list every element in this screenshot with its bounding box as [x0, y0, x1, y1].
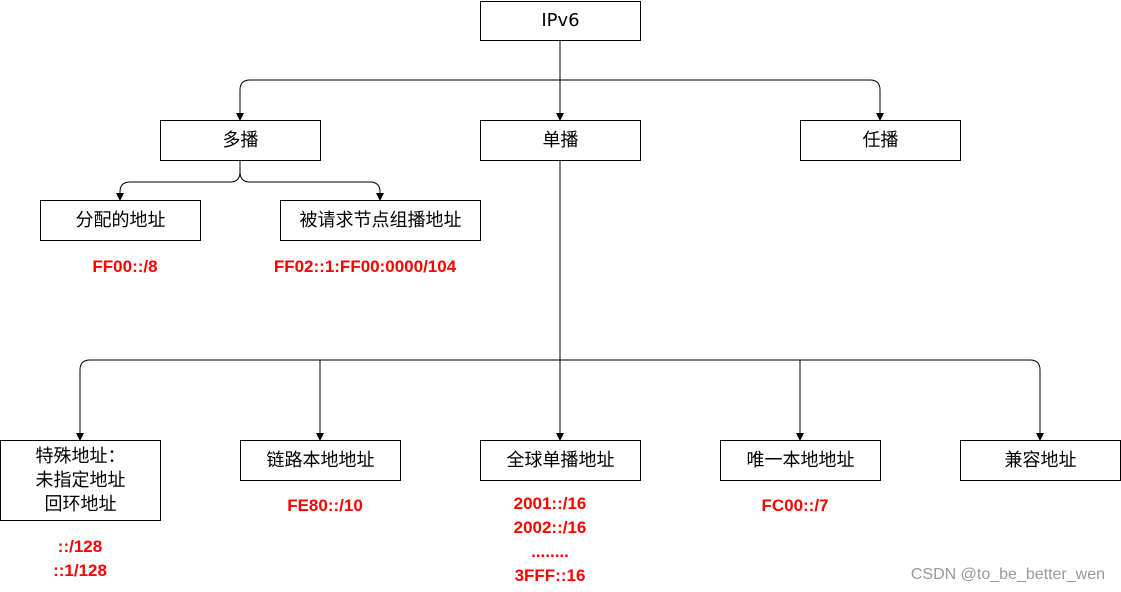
node-special-line-1: 特殊地址：: [35, 445, 126, 467]
node-global: 全球单播地址: [480, 440, 641, 481]
prefix-global-3: ........: [531, 542, 569, 561]
edge-unicast-special: [76, 359, 560, 441]
node-compat: 兼容地址: [960, 440, 1121, 481]
node-assigned: 分配的地址: [40, 200, 201, 241]
prefix-special: ::/128 ::1/128: [20, 535, 140, 583]
node-anycast: 任播: [800, 120, 961, 161]
node-special-line-2: 未指定地址: [35, 469, 126, 491]
node-solicited: 被请求节点组播地址: [280, 200, 481, 241]
node-assigned-label: 分配的地址: [75, 209, 166, 231]
node-link-local-label: 链路本地地址: [266, 449, 375, 471]
node-compat-label: 兼容地址: [1004, 449, 1077, 471]
node-ipv6-label: IPv6: [541, 10, 580, 31]
node-global-label: 全球单播地址: [506, 449, 615, 471]
node-ipv6: IPv6: [480, 1, 641, 41]
edge-ipv6-multicast: [236, 79, 560, 121]
node-special: 特殊地址： 未指定地址 回环地址: [0, 440, 161, 521]
node-unicast-label: 单播: [542, 129, 579, 151]
prefix-unique-local: FC00::/7: [761, 496, 829, 515]
edge-multicast-assigned: [116, 160, 241, 201]
prefix-special-2: ::1/128: [53, 561, 107, 580]
prefix-global: 2001::/16 2002::/16 ........ 3FFF::16: [490, 492, 610, 588]
prefix-special-1: ::/128: [57, 537, 103, 556]
prefix-assigned: FF00::/8: [92, 257, 158, 276]
watermark-text: CSDN @to_be_better_wen: [910, 566, 1105, 583]
node-unique-local: 唯一本地地址: [720, 440, 881, 481]
node-anycast-label: 任播: [862, 129, 899, 151]
edge-ipv6-anycast: [560, 79, 884, 121]
node-multicast: 多播: [160, 120, 321, 161]
node-special-line-3: 回环地址: [44, 493, 117, 515]
node-unique-local-label: 唯一本地地址: [746, 449, 855, 471]
edge-multicast-solicited: [239, 171, 384, 201]
prefix-link-local: FE80::/10: [287, 496, 363, 515]
node-unicast: 单播: [480, 120, 641, 161]
prefix-global-2: 2002::/16: [513, 518, 587, 537]
node-link-local: 链路本地地址: [240, 440, 401, 481]
prefix-global-4: 3FFF::16: [514, 566, 586, 585]
node-multicast-label: 多播: [222, 129, 259, 151]
prefix-global-1: 2001::/16: [513, 494, 587, 513]
prefix-solicited: FF02::1:FF00:0000/104: [273, 257, 457, 276]
edge-unicast-compat: [560, 359, 1044, 441]
node-solicited-label: 被请求节点组播地址: [299, 209, 462, 231]
